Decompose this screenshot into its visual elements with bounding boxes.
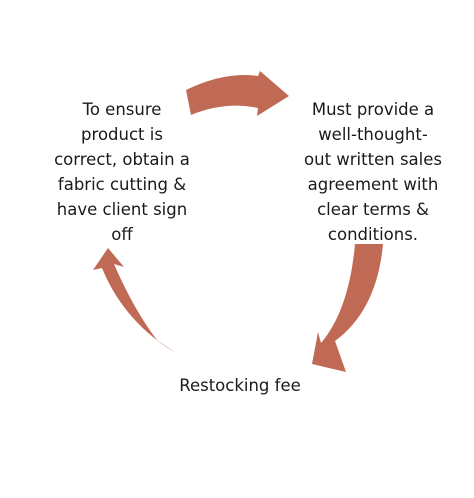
node-line: agreement with (307, 175, 439, 194)
node-line: well-thought- (318, 125, 428, 144)
cycle-node-restocking-fee: Restocking fee (150, 373, 330, 398)
cycle-arrow-left (93, 248, 176, 353)
node-line: off (111, 225, 133, 244)
node-line: clear terms & (317, 200, 429, 219)
node-line: Must provide a (311, 100, 435, 119)
cycle-node-fabric-cutting: To ensure product is correct, obtain a f… (22, 97, 222, 247)
node-line: fabric cutting & (57, 175, 187, 194)
cycle-node-sales-agreement: Must provide a well-thought- out written… (275, 97, 471, 247)
node-line: Restocking fee (179, 376, 301, 395)
cycle-arrow-right (312, 244, 383, 372)
cycle-arrow-top (186, 71, 289, 116)
node-line: To ensure (82, 100, 162, 119)
node-line: product is (81, 125, 163, 144)
node-line: out written sales (304, 150, 442, 169)
node-line: conditions. (327, 225, 419, 244)
node-line: have client sign (56, 200, 188, 219)
node-line: correct, obtain a (54, 150, 190, 169)
